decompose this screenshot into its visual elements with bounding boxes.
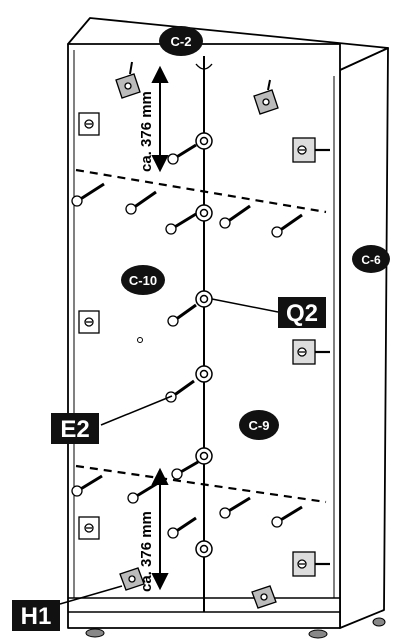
cabinet xyxy=(67,17,389,629)
hinge-cup-icon xyxy=(195,132,213,150)
label-c6: C-6 xyxy=(352,245,390,273)
dimension-label-lower: ca. 376 mm xyxy=(138,511,155,592)
feet xyxy=(85,617,386,639)
label-c9-text: C-9 xyxy=(249,418,270,433)
hinge-cup-icons xyxy=(195,132,213,558)
screw-icon xyxy=(167,303,197,327)
label-c10: C-10 xyxy=(121,265,165,295)
label-h1: H1 xyxy=(12,600,60,631)
connector-icons xyxy=(115,61,279,609)
hinge-cup-icon xyxy=(195,204,213,222)
hinge-cup-icon xyxy=(195,365,213,383)
hinge-icons xyxy=(78,112,330,577)
label-c6-text: C-6 xyxy=(361,253,381,267)
bracket-icon xyxy=(115,61,141,99)
screw-icon xyxy=(171,460,199,480)
screw-icon xyxy=(167,143,197,165)
screw-icon xyxy=(271,505,303,528)
bracket-icon xyxy=(119,567,145,591)
hinge-cup-icon xyxy=(195,447,213,465)
label-h1-text: H1 xyxy=(21,603,52,630)
dimension-arrow-upper xyxy=(151,65,169,173)
screw-icon xyxy=(167,516,197,539)
screw-icon xyxy=(165,212,197,235)
hole-icon xyxy=(137,337,143,343)
label-c2-text: C-2 xyxy=(171,34,192,49)
screw-icons xyxy=(71,143,303,539)
bracket-icon xyxy=(253,79,279,115)
hinge-cup-icon xyxy=(195,290,213,308)
screw-icon xyxy=(125,190,157,215)
bracket-icon xyxy=(251,585,277,609)
screw-icon xyxy=(219,496,251,519)
label-c2: C-2 xyxy=(159,26,203,56)
screw-icon xyxy=(71,474,103,497)
label-c10-text: C-10 xyxy=(129,273,157,288)
shelf-guide-lines xyxy=(75,168,327,504)
label-c9: C-9 xyxy=(239,410,279,440)
label-q2: Q2 xyxy=(278,297,326,328)
leader-lines xyxy=(59,298,279,605)
hinge-icon xyxy=(78,112,100,136)
screw-icon xyxy=(127,481,159,504)
label-q2-text: Q2 xyxy=(286,300,318,327)
hinge-icon xyxy=(78,310,100,334)
label-e2-text: E2 xyxy=(60,416,89,443)
hinge-icon xyxy=(292,339,330,365)
label-e2: E2 xyxy=(51,413,99,444)
dimension-label-upper: ca. 376 mm xyxy=(138,91,155,172)
hinge-icon xyxy=(78,516,100,540)
hinge-cup-icon xyxy=(195,540,213,558)
screw-icon xyxy=(271,213,303,238)
side-panel xyxy=(339,47,389,629)
screw-icon xyxy=(71,182,105,207)
hinge-icon xyxy=(292,137,330,163)
dimension-arrow-lower xyxy=(151,467,169,591)
screw-icon xyxy=(219,204,251,229)
hinge-icon xyxy=(292,551,330,577)
